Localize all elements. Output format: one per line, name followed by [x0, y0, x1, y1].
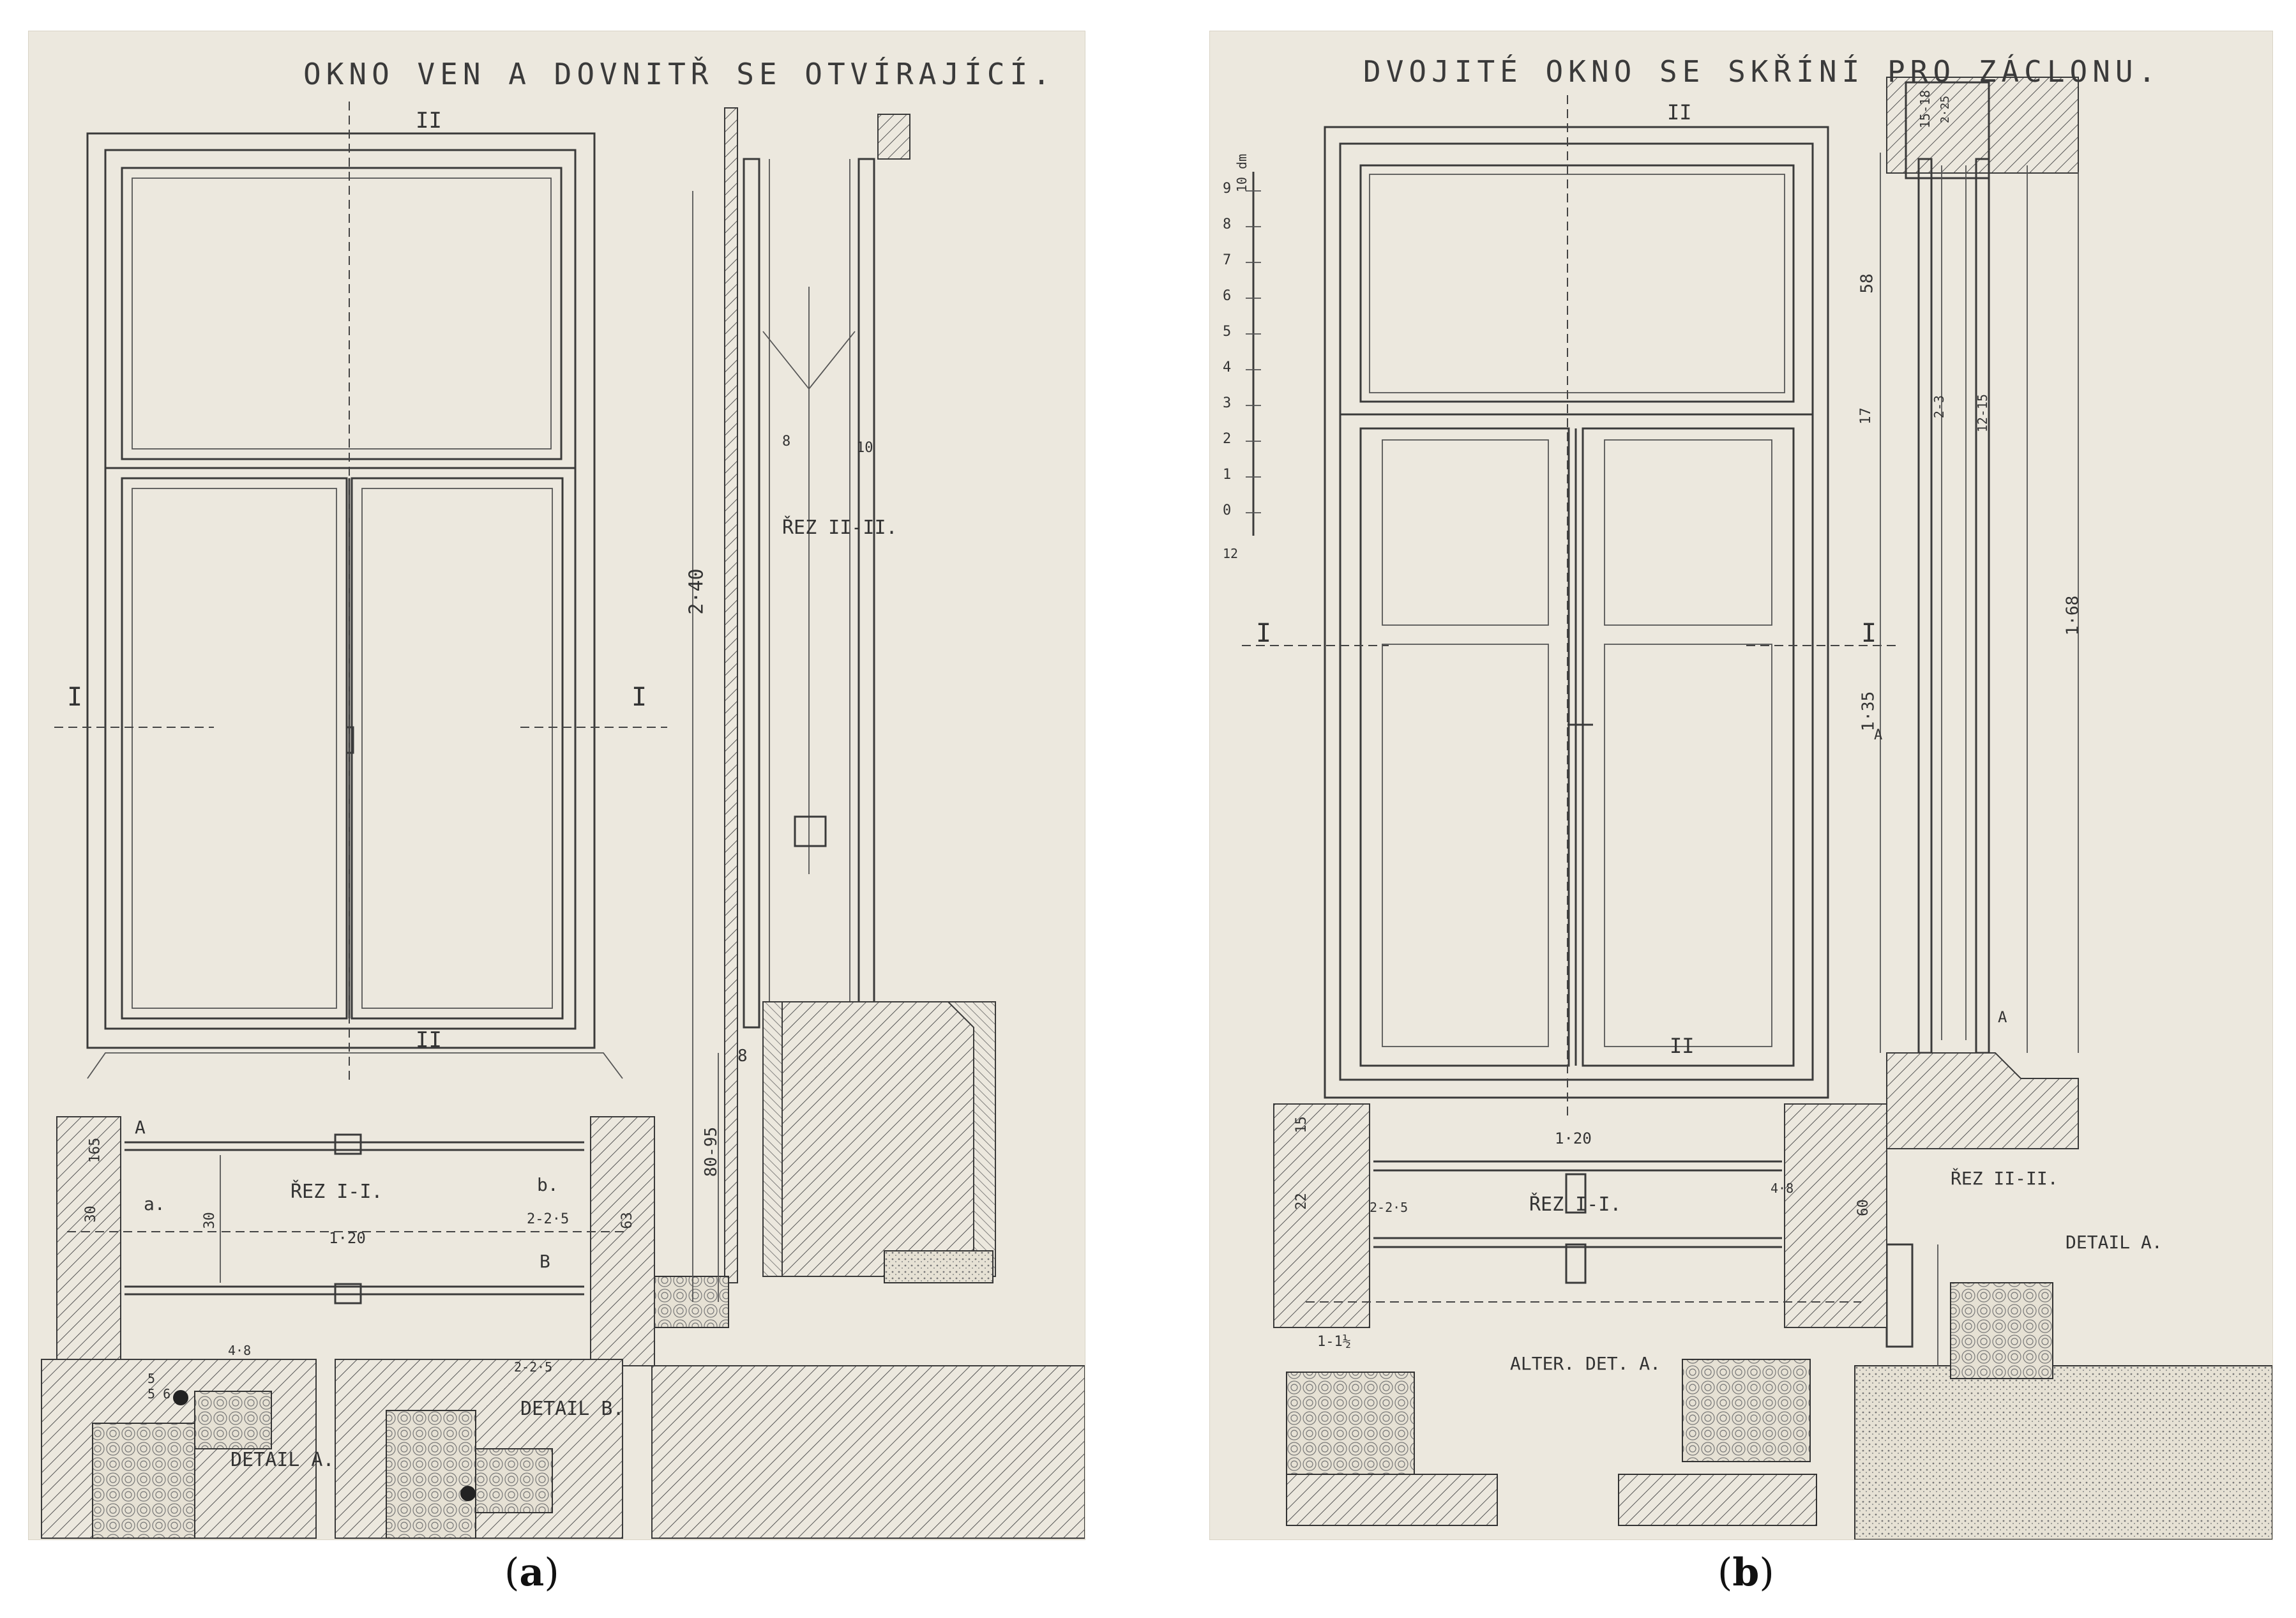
section-label-ii: ŘEZ II-II. — [782, 517, 898, 539]
dimension-120-b: 1·20 — [1555, 1130, 1592, 1147]
section-mark-ii-bottom-b: II — [1670, 1034, 1695, 1058]
section-ii-ii-a — [651, 107, 1085, 1539]
scale-tick-3: 3 — [1223, 395, 1232, 411]
dimension-8: 8 — [782, 434, 791, 450]
caption-a: (a) — [504, 1550, 559, 1595]
section-mark-ii-top-b: II — [1667, 100, 1692, 125]
detail-b-label: DETAIL B. — [520, 1398, 624, 1420]
section-i-i-b — [1273, 1103, 1887, 1328]
scale-tick-9: 9 — [1223, 181, 1232, 197]
dimension-10: 10 — [856, 440, 873, 456]
drawing-panel-a: OKNO VEN A DOVNITŘ SE OTVÍRAJÍCÍ. II II … — [28, 31, 1085, 1540]
alternative-details-b — [1286, 1359, 1817, 1526]
point-b-label: B — [540, 1251, 550, 1272]
scale-tick-5: 5 — [1223, 324, 1232, 340]
section-mark-ii-bottom: II — [416, 1027, 442, 1053]
section-mark-i-left: I — [67, 683, 83, 712]
scale-tick-1: 1 — [1223, 467, 1232, 483]
window-drawing-a — [41, 102, 1085, 1539]
dimension-2-3: 2-3 — [1931, 395, 1947, 419]
dimension-30-left: 30 — [82, 1206, 99, 1223]
dimension-2-25: 2·25 — [1938, 95, 1952, 124]
dimension-135: 1·35 — [1859, 691, 1878, 732]
window-elevation-b — [1242, 95, 1899, 1117]
detail-a-label-b: DETAIL A. — [2066, 1232, 2163, 1253]
dimension-8-sill: 8 — [737, 1047, 748, 1066]
scale-bottom-label: 12 — [1223, 546, 1239, 561]
window-drawing-b — [1242, 77, 2272, 1539]
dimension-120: 1·20 — [329, 1229, 366, 1247]
drawing-panel-b: DVOJITÉ OKNO SE SKŘÍNÍ PRO ZÁCLONU. 10 d… — [1209, 31, 2273, 1540]
dimension-2-2-5-b: 2-2·5 — [1370, 1200, 1409, 1215]
drawing-title-a: OKNO VEN A DOVNITŘ SE OTVÍRAJÍCÍ. — [303, 57, 1055, 91]
section-ii-ii-b — [1880, 77, 2079, 1149]
dimension-12-15: 12-15 — [1975, 393, 1991, 433]
scale-bar-b — [1246, 172, 1261, 536]
point-a-sill-label: A — [1998, 1008, 2007, 1026]
dimension-2-2-5: 2-2·5 — [527, 1211, 570, 1227]
section-mark-i-right-b: I — [1861, 619, 1877, 648]
scale-tick-7: 7 — [1223, 252, 1232, 268]
section-i-i-a — [56, 1052, 655, 1366]
dimension-63: 63 — [619, 1212, 635, 1229]
section-label-ii-b: ŘEZ II-II. — [1951, 1168, 2058, 1189]
dimension-22: 22 — [1293, 1193, 1310, 1210]
drawing-title-b: DVOJITÉ OKNO SE SKŘÍNÍ PRO ZÁCLONU. — [1363, 54, 2161, 89]
dimension-165: 165 — [87, 1137, 103, 1163]
detail-a-label: DETAIL A. — [230, 1449, 335, 1471]
scale-tick-8: 8 — [1223, 216, 1232, 232]
alternative-detail-label: ALTER. DET. A. — [1510, 1353, 1661, 1374]
dimension-58: 58 — [1857, 273, 1877, 294]
dimension-1-1-5: 1-1½ — [1317, 1334, 1351, 1350]
section-label-i: ŘEZ I-I. — [291, 1181, 383, 1203]
dimension-60: 60 — [1855, 1199, 1871, 1216]
dimension-15-18: 15-18 — [1917, 89, 1933, 129]
point-a-label: A — [135, 1117, 146, 1138]
dimension-5-6: 5 6 — [147, 1386, 171, 1402]
dimension-4-8: 4·8 — [228, 1343, 252, 1358]
dimension-80-95: 80-95 — [702, 1126, 721, 1177]
window-elevation-a — [54, 102, 667, 1085]
dimension-30-mid: 30 — [201, 1212, 218, 1229]
point-a-side-label: A — [1874, 727, 1883, 743]
dimension-240: 2·40 — [685, 568, 708, 615]
scale-tick-2: 2 — [1223, 431, 1232, 447]
dimension-5: 5 — [147, 1371, 156, 1386]
detail-a-b — [1854, 1243, 2272, 1539]
scale-tick-4: 4 — [1223, 359, 1232, 375]
scale-tick-0: 0 — [1223, 503, 1232, 518]
dimension-17: 17 — [1857, 407, 1874, 425]
scale-unit-label: 10 dm — [1234, 153, 1250, 193]
section-mark-i-right: I — [631, 683, 647, 712]
dimension-168: 1·68 — [2063, 595, 2083, 636]
details-a — [41, 1359, 623, 1539]
dimension-15: 15 — [1293, 1116, 1310, 1133]
scale-tick-6: 6 — [1223, 288, 1232, 304]
dimension-2-2-5-detail: 2-2·5 — [514, 1359, 553, 1375]
dimension-4-8-b: 4·8 — [1771, 1181, 1794, 1196]
section-mark-ii-top: II — [416, 108, 442, 133]
caption-b: (b) — [1718, 1550, 1774, 1595]
section-label-i-b: ŘEZ I-I. — [1529, 1193, 1622, 1216]
point-b-lower-label: b. — [537, 1174, 559, 1195]
point-a-lower-label: a. — [144, 1193, 165, 1214]
section-mark-i-left-b: I — [1256, 619, 1272, 648]
